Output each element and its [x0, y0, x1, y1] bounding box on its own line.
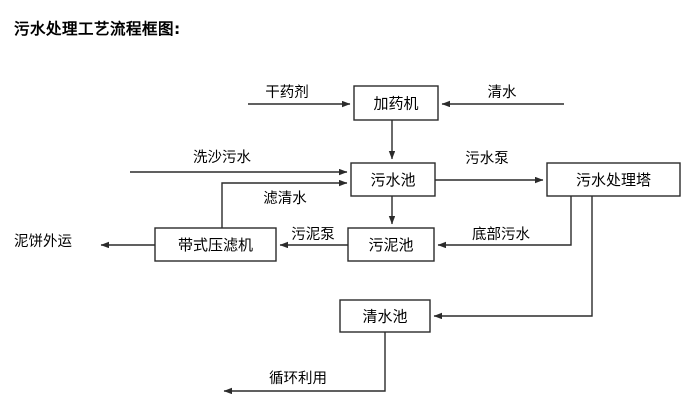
node-box-dosing-machine	[353, 85, 439, 121]
edge-label-sewage-pump: 污水泵	[465, 150, 509, 167]
node-box-treatment-tower	[546, 162, 681, 197]
node-label-wastewater-pool: 污水池	[370, 171, 415, 189]
edge-treatment-tower-to-clean-water-pool	[433, 196, 593, 320]
node-box-clean-water-pool	[339, 299, 431, 333]
node-label-belt-filter-press: 带式压滤机	[178, 236, 253, 254]
node-label-clean-water-pool: 清水池	[362, 308, 407, 326]
terminal-label-mud-cake-out: 泥饼外运	[14, 233, 72, 250]
node-label-dosing-machine: 加药机	[373, 95, 418, 113]
edge-label-filtered-water: 滤清水	[263, 190, 307, 207]
edge-label-dry-chemical: 干药剂	[265, 84, 309, 101]
node-belt-filter-press[interactable]: 带式压滤机	[154, 227, 277, 262]
edge-label-recycle-reuse: 循环利用	[269, 370, 327, 387]
node-dosing-machine[interactable]: 加药机	[353, 85, 439, 121]
node-label-treatment-tower: 污水处理塔	[576, 171, 651, 189]
edge-treatment-tower-to-sludge-pool-bottom-sewage	[437, 196, 572, 249]
node-sludge-pool[interactable]: 污泥池	[347, 227, 435, 262]
node-label-sludge-pool: 污泥池	[368, 236, 413, 254]
page-title: 污水处理工艺流程框图:	[14, 20, 181, 38]
edge-label-clean-water: 清水	[488, 84, 517, 101]
edge-clean-water-pool-to-recycle	[223, 332, 386, 395]
edge-belt-press-to-wastewater-pool-filtered-water	[221, 179, 348, 228]
edge-label-sludge-pump: 污泥泵	[291, 226, 335, 243]
node-box-wastewater-pool	[350, 162, 436, 197]
node-box-sludge-pool	[347, 227, 435, 262]
edge-label-bottom-sewage: 底部污水	[472, 226, 530, 243]
node-box-belt-filter-press	[154, 227, 277, 262]
node-clean-water-pool[interactable]: 清水池	[339, 299, 431, 333]
edge-label-sand-wash-sewage: 洗沙污水	[193, 149, 251, 166]
node-treatment-tower[interactable]: 污水处理塔	[546, 162, 681, 197]
node-wastewater-pool[interactable]: 污水池	[350, 162, 436, 197]
